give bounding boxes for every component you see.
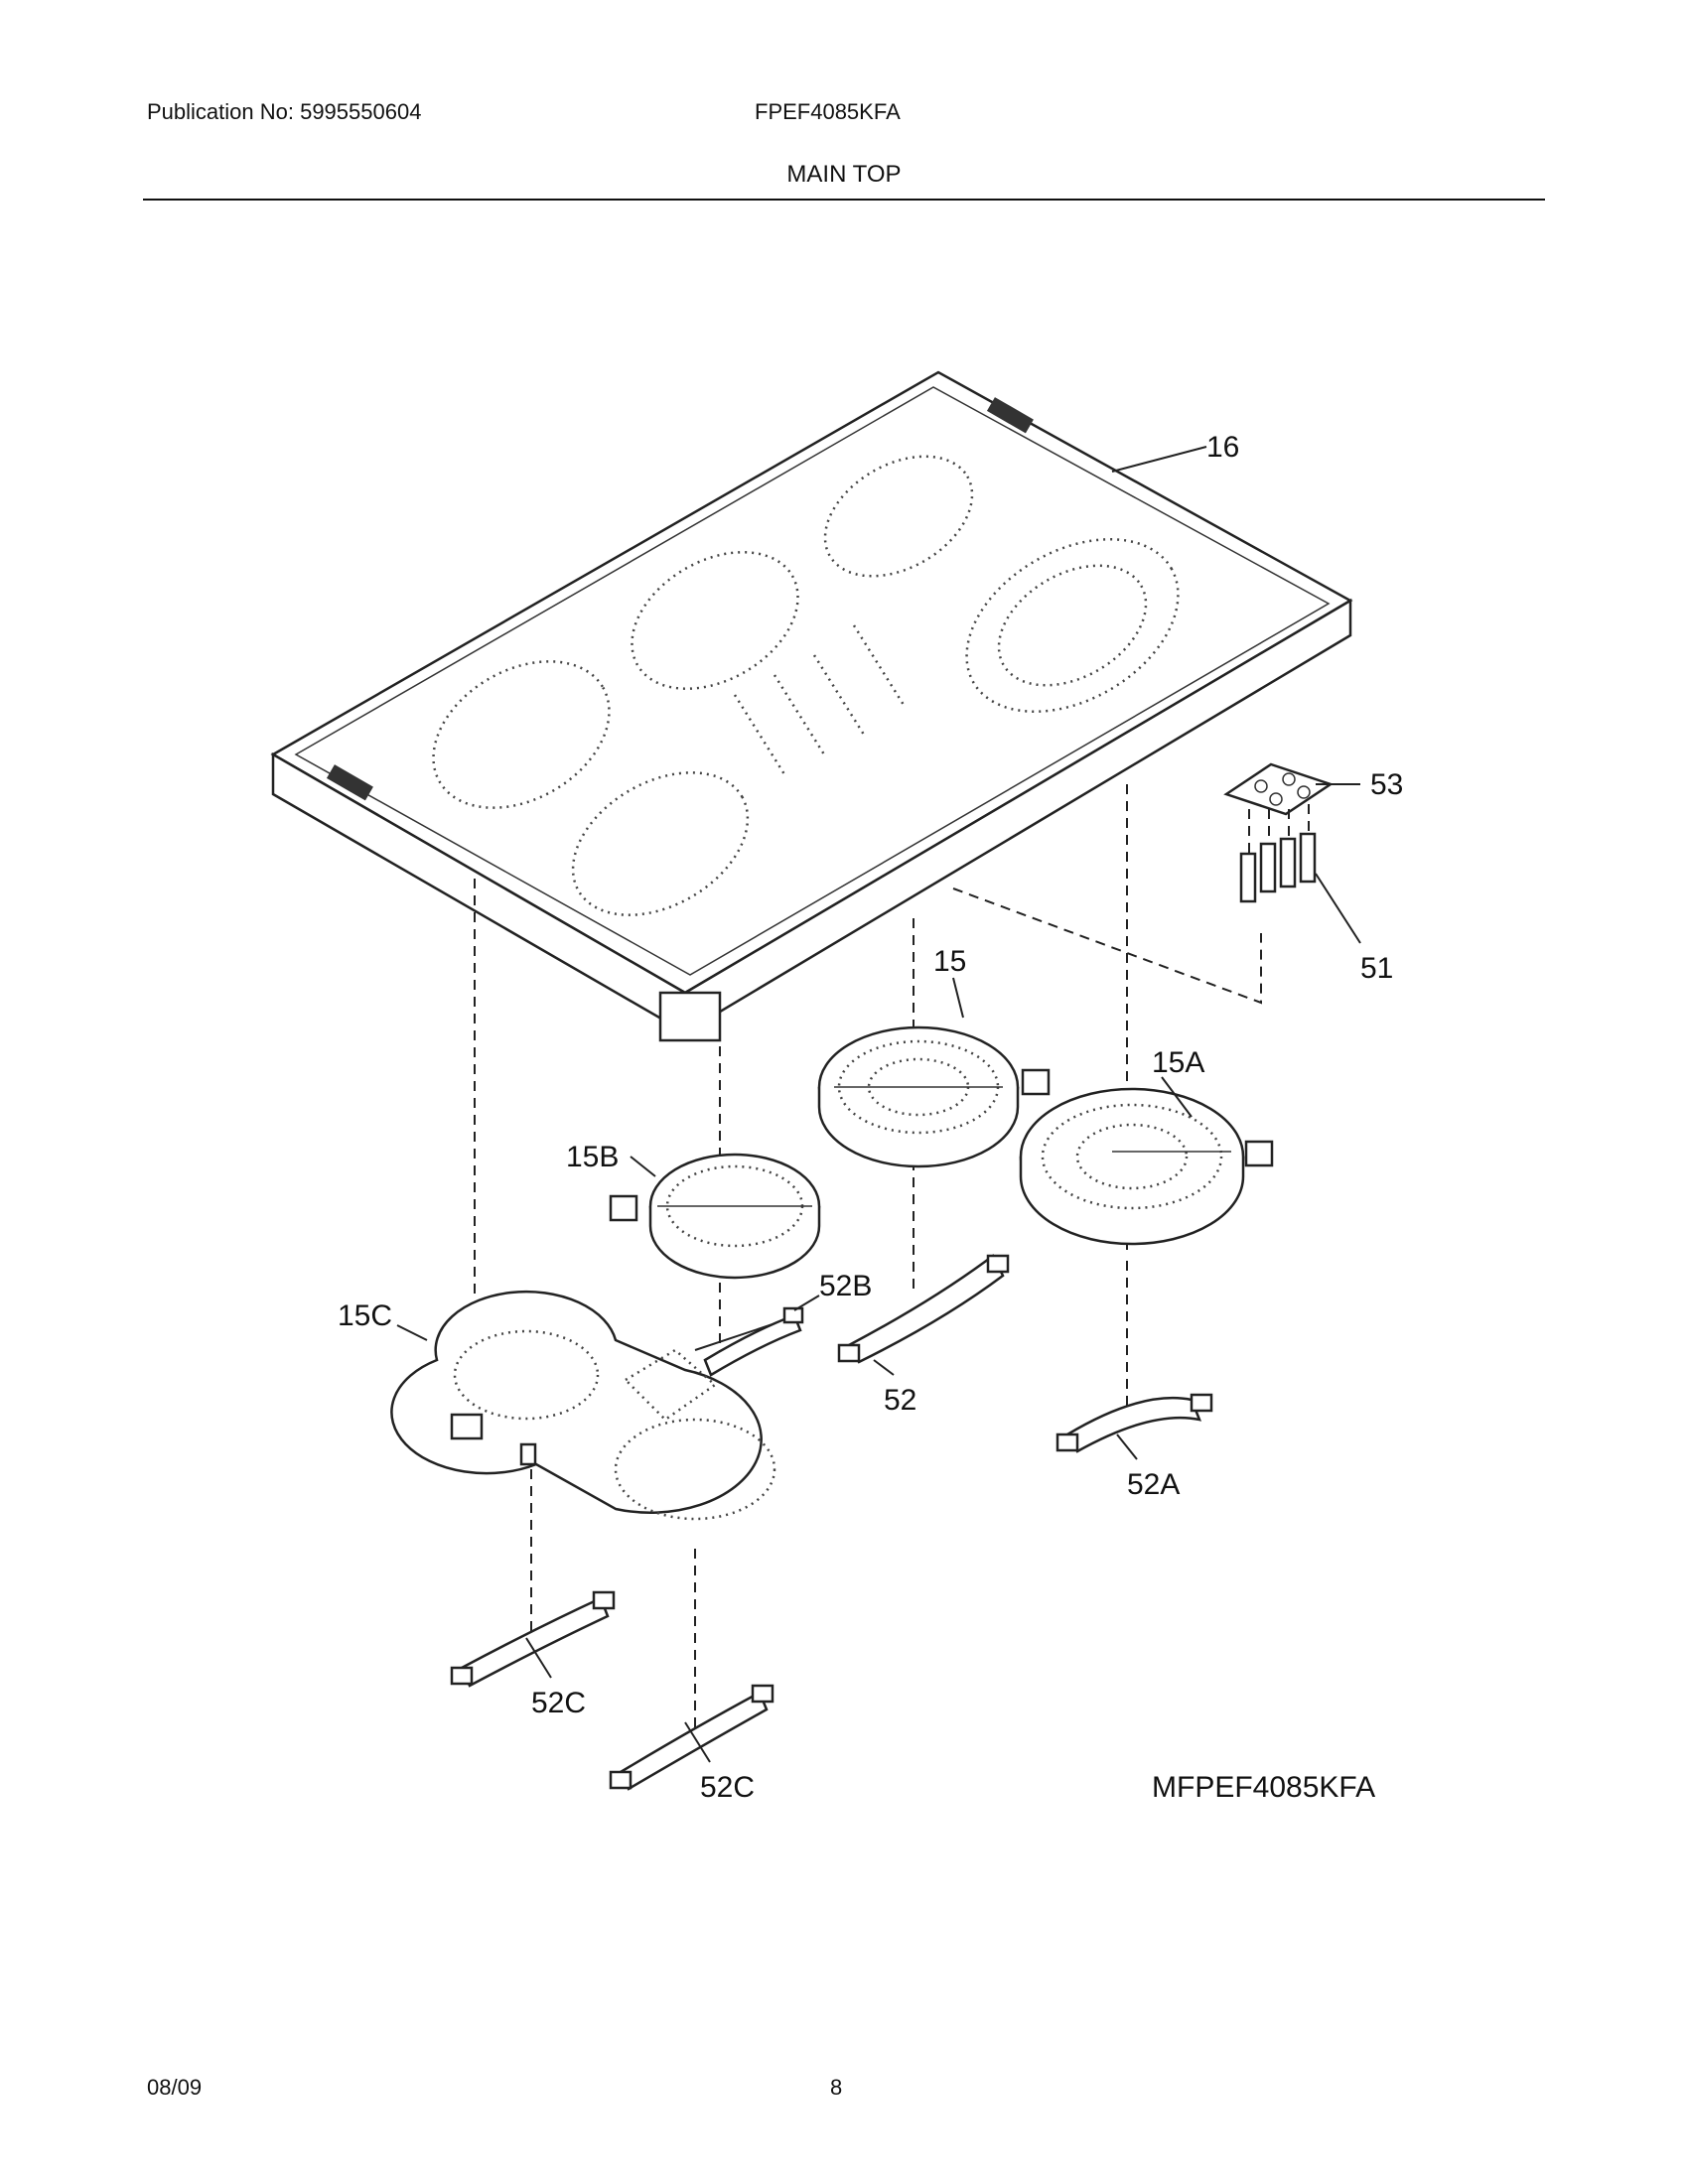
- section-title: MAIN TOP: [786, 161, 902, 188]
- cooktop-glass-part: [270, 370, 1353, 1042]
- bracket-52A-part: [1055, 1393, 1213, 1453]
- callout-15A: 15A: [1152, 1046, 1204, 1079]
- terminal-clips-part: [1239, 804, 1317, 903]
- element-15A-part: [1019, 1087, 1274, 1246]
- element-15-part: [817, 1025, 1051, 1168]
- callout-51: 51: [1360, 952, 1393, 985]
- callout-52B: 52B: [819, 1270, 872, 1302]
- bracket-52C-lower-part: [609, 1684, 774, 1791]
- terminal-block-part: [1223, 762, 1334, 816]
- publication-number: Publication No: 5995550604: [147, 99, 422, 124]
- publication-date: 08/09: [147, 2075, 203, 2100]
- callout-15C: 15C: [338, 1299, 392, 1332]
- bracket-52B-part: [703, 1306, 804, 1377]
- element-15B-part: [609, 1153, 821, 1280]
- bracket-52-part: [837, 1254, 1010, 1364]
- callout-52: 52: [884, 1384, 916, 1417]
- callout-16: 16: [1206, 431, 1239, 464]
- callout-52C-upper: 52C: [531, 1687, 586, 1719]
- callout-15B: 15B: [566, 1141, 619, 1173]
- drawing-code: MFPEF4085KFA: [1152, 1771, 1375, 1804]
- page-number: 8: [830, 2075, 843, 2100]
- callout-53: 53: [1370, 768, 1403, 801]
- model-number: FPEF4085KFA: [755, 99, 901, 124]
- element-15C-part: [390, 1290, 785, 1521]
- callout-52A: 52A: [1127, 1468, 1180, 1501]
- bracket-52C-upper-part: [450, 1590, 616, 1688]
- callout-52C-lower: 52C: [700, 1771, 755, 1804]
- callout-15: 15: [933, 945, 966, 978]
- header-rule: [143, 199, 1545, 201]
